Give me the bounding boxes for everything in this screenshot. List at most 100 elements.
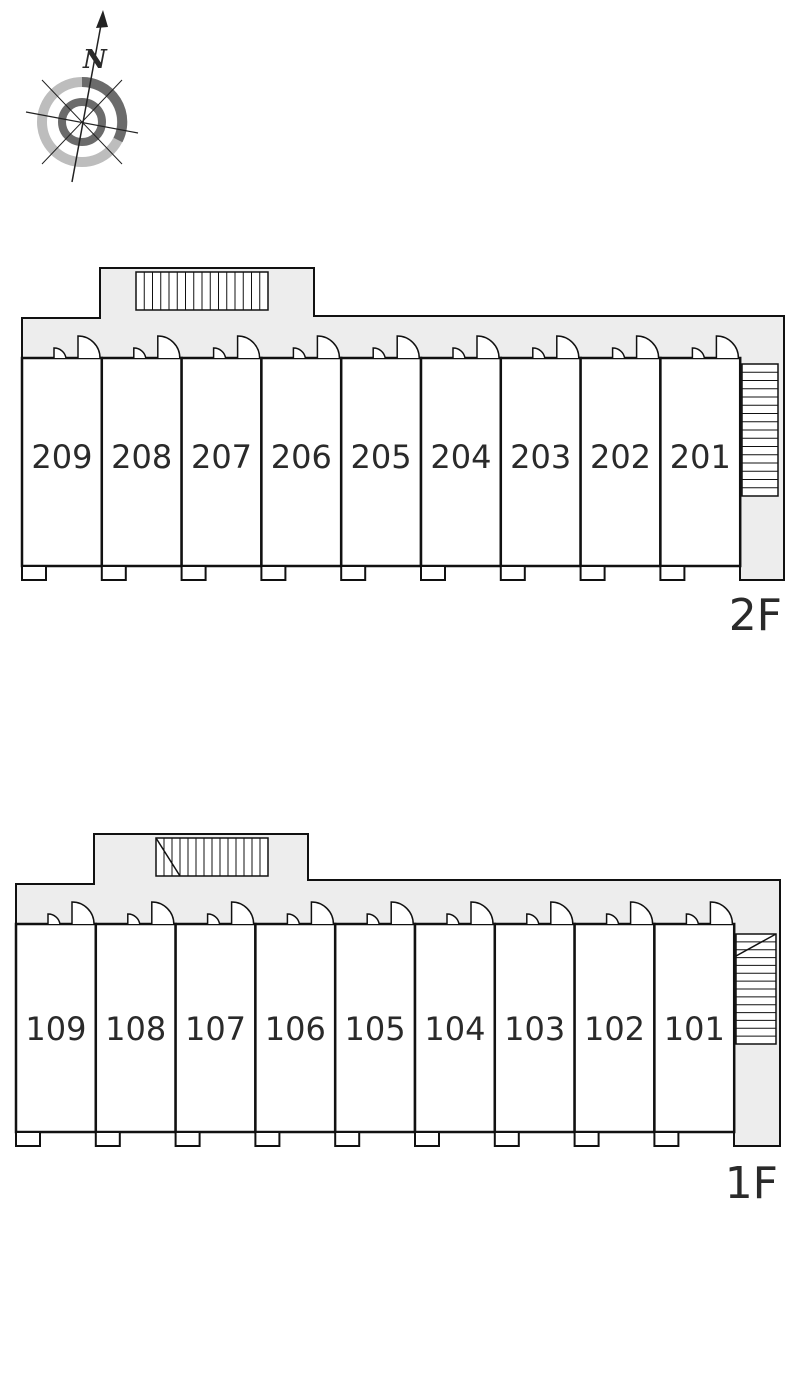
unit-wall xyxy=(254,922,337,1134)
unit-cell: 107 xyxy=(174,901,257,1147)
window-swing-icon xyxy=(611,347,626,359)
unit-number: 208 xyxy=(111,438,172,476)
window-swing-icon xyxy=(53,347,67,359)
window-swing-icon xyxy=(446,913,460,925)
unit-number: 107 xyxy=(185,1010,246,1048)
window-swing-icon xyxy=(685,913,700,925)
balcony-box xyxy=(254,1131,281,1147)
unit-number: 202 xyxy=(590,438,651,476)
unit-number: 203 xyxy=(510,438,571,476)
unit-number: 106 xyxy=(265,1010,326,1048)
window-swing-icon xyxy=(605,913,620,925)
window-swing-icon xyxy=(526,913,540,925)
floor-1f-stair-top xyxy=(155,837,269,877)
window-swing-icon xyxy=(532,347,546,359)
compass-north-arrow xyxy=(96,10,108,28)
unit-wall xyxy=(20,356,104,568)
unit-cell: 106 xyxy=(254,901,337,1147)
unit-number: 101 xyxy=(664,1010,725,1048)
unit-cell: 102 xyxy=(573,901,656,1147)
unit-cell: 108 xyxy=(94,901,177,1147)
door-swing-icon xyxy=(71,901,95,925)
unit-wall xyxy=(659,356,742,568)
unit-number: 102 xyxy=(584,1010,645,1048)
unit-cell: 109 xyxy=(14,901,98,1147)
window-swing-icon xyxy=(212,347,227,359)
door-swing-icon xyxy=(556,335,580,359)
unit-cell: 204 xyxy=(419,335,503,581)
compass-diag-line-2 xyxy=(41,79,123,165)
door-swing-icon xyxy=(157,335,181,359)
floor-2f-label: 2F xyxy=(729,590,782,641)
compass-north-label: N xyxy=(82,45,108,75)
unit-number: 207 xyxy=(191,438,252,476)
floor-2f-stair-side xyxy=(741,363,779,497)
door-swing-icon xyxy=(629,901,654,925)
floor-2f-units: 209 208 207 206 205 204 203 202 201 xyxy=(20,335,742,581)
compass-inner-ring xyxy=(58,98,106,146)
unit-wall xyxy=(100,356,183,568)
unit-number: 108 xyxy=(105,1010,166,1048)
balcony-box xyxy=(414,1131,440,1147)
door-swing-icon xyxy=(635,335,660,359)
unit-cell: 105 xyxy=(333,901,417,1147)
unit-number: 204 xyxy=(430,438,491,476)
window-swing-icon xyxy=(292,347,307,359)
unit-cell: 205 xyxy=(339,335,423,581)
balcony-box xyxy=(499,565,526,581)
compass-rose-icon: N xyxy=(25,10,139,183)
unit-wall xyxy=(333,922,417,1134)
balcony-box xyxy=(493,1131,520,1147)
unit-wall xyxy=(499,356,582,568)
unit-cell: 207 xyxy=(180,335,263,581)
window-swing-icon xyxy=(366,913,380,925)
floor-2f-stair-top xyxy=(135,271,269,311)
stair-landing-line xyxy=(155,837,181,877)
unit-number: 103 xyxy=(504,1010,565,1048)
unit-wall xyxy=(180,356,263,568)
unit-cell: 209 xyxy=(20,335,104,581)
balcony-box xyxy=(180,565,207,581)
unit-cell: 104 xyxy=(413,901,497,1147)
unit-number: 206 xyxy=(271,438,332,476)
unit-wall xyxy=(413,922,497,1134)
window-swing-icon xyxy=(133,347,147,359)
balcony-box xyxy=(653,1131,680,1147)
window-swing-icon xyxy=(286,913,301,925)
unit-cell: 208 xyxy=(100,335,183,581)
door-swing-icon xyxy=(77,335,101,359)
unit-wall xyxy=(573,922,656,1134)
unit-number: 209 xyxy=(31,438,92,476)
window-swing-icon xyxy=(452,347,466,359)
window-swing-icon xyxy=(372,347,386,359)
floor-1f-label: 1F xyxy=(725,1158,778,1209)
door-swing-icon xyxy=(709,901,734,925)
balcony-box xyxy=(573,1131,600,1147)
window-swing-icon xyxy=(47,913,61,925)
unit-cell: 101 xyxy=(653,901,736,1147)
balcony-box xyxy=(420,565,446,581)
compass-ns-line xyxy=(71,13,104,183)
balcony-box xyxy=(94,1131,121,1147)
unit-cell: 201 xyxy=(659,335,742,581)
window-swing-icon xyxy=(691,347,706,359)
door-swing-icon xyxy=(316,335,341,359)
unit-number: 205 xyxy=(351,438,412,476)
stair-landing-line xyxy=(735,933,777,957)
unit-number: 201 xyxy=(670,438,731,476)
door-swing-icon xyxy=(230,901,255,925)
balcony-box xyxy=(334,1131,361,1147)
door-swing-icon xyxy=(715,335,740,359)
door-swing-icon xyxy=(470,901,494,925)
window-swing-icon xyxy=(206,913,221,925)
balcony-box xyxy=(15,1131,41,1147)
floor-1f-stair-side xyxy=(735,933,777,1045)
unit-cell: 103 xyxy=(493,901,576,1147)
door-swing-icon xyxy=(310,901,335,925)
unit-number: 104 xyxy=(424,1010,485,1048)
unit-wall xyxy=(260,356,343,568)
unit-wall xyxy=(579,356,662,568)
